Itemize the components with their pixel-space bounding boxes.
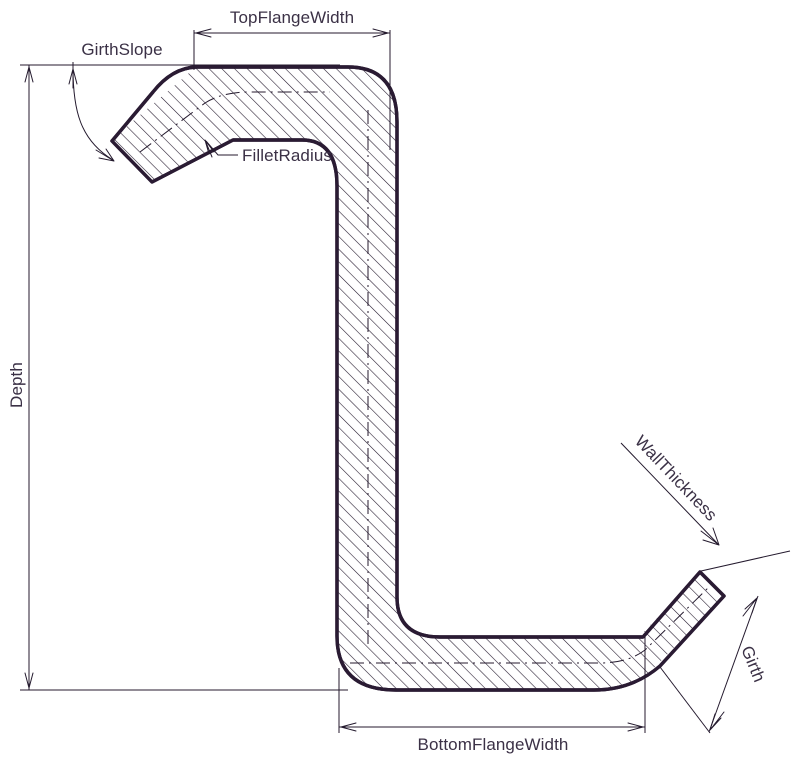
dimension-bottom-flange-width: BottomFlangeWidth: [338, 635, 646, 754]
girthslope-arrow-bottom: [95, 148, 115, 162]
girth-dimension-line: [708, 595, 759, 733]
tfw-arrow-right: [368, 28, 389, 38]
girth-arrow-lower: [709, 711, 725, 731]
fillet-radius-label: FilletRadius: [242, 146, 332, 165]
filletradius-leader: [205, 140, 238, 156]
girth-extension-upper: [700, 550, 791, 572]
wallthickness-arrow: [700, 527, 720, 546]
centerline-top-flange: [139, 91, 330, 153]
top-flange-width-label: TopFlangeWidth: [230, 8, 354, 27]
dimension-top-flange-width: TopFlangeWidth: [193, 8, 391, 150]
wallthickness-leader: [620, 442, 719, 545]
dimension-fillet-radius: FilletRadius: [204, 139, 332, 165]
profile-body-outline-overlay: [110, 65, 726, 692]
dimension-wall-thickness: WallThickness: [620, 432, 721, 546]
girth-slope-label: GirthSlope: [81, 40, 162, 59]
bottom-flange-width-label: BottomFlangeWidth: [418, 735, 569, 754]
girth-arrow-upper: [742, 597, 758, 617]
depth-arrow-bottom: [24, 668, 34, 689]
girthslope-arc: [72, 67, 114, 161]
filletradius-arrow: [204, 139, 215, 158]
depth-arrow-top: [24, 66, 34, 87]
profile-hatch-fill: [111, 67, 723, 690]
profile-body-outline: [110, 65, 726, 692]
wall-thickness-label: WallThickness: [631, 432, 721, 525]
girth-label: Girth: [737, 643, 769, 685]
girth-extension-lower: [659, 666, 711, 734]
depth-label: Depth: [7, 362, 26, 408]
girthslope-arrow-top: [68, 68, 78, 89]
cee-section-profile: [110, 65, 726, 692]
tfw-arrow-left: [195, 28, 216, 38]
dimension-depth: Depth: [7, 64, 348, 691]
bfw-arrow-left: [340, 722, 361, 732]
dimension-girth-slope: GirthSlope: [68, 40, 163, 162]
bfw-arrow-right: [623, 722, 644, 732]
